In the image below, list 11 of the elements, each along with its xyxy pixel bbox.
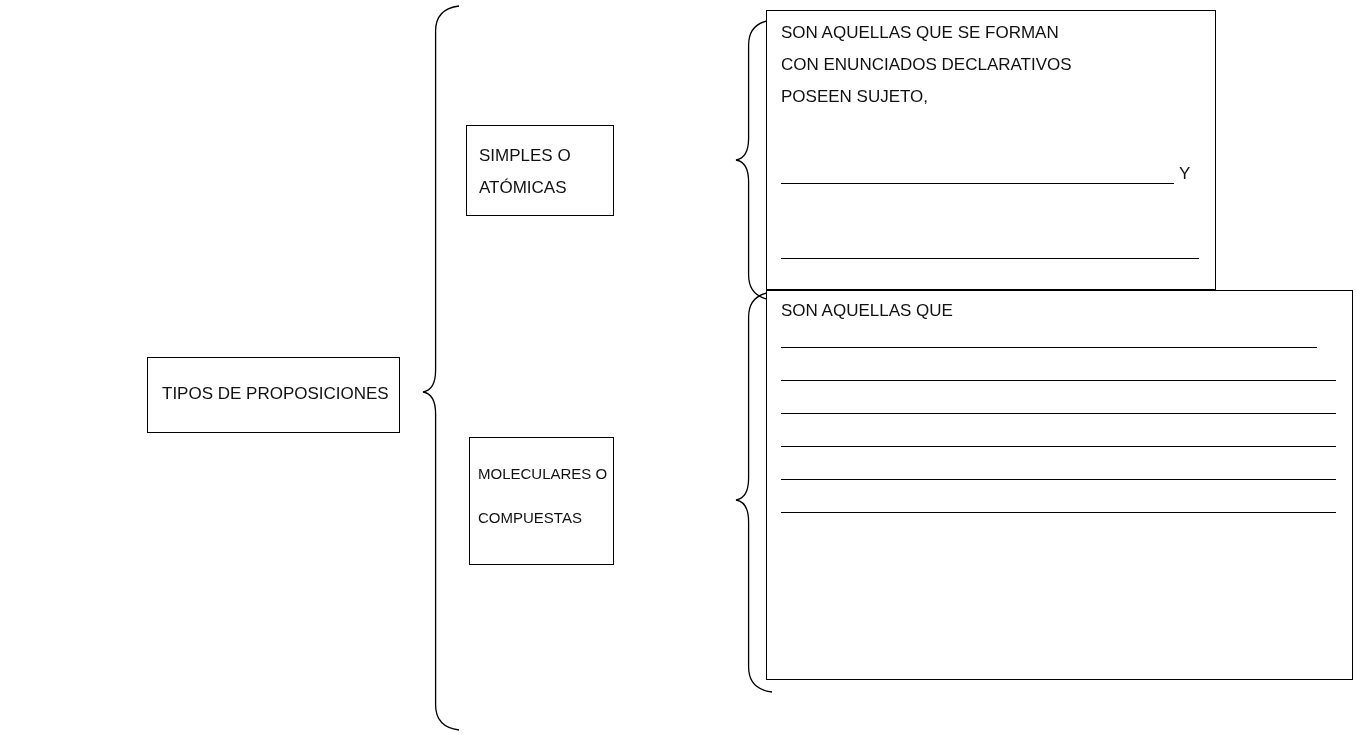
box-text: Y — [1179, 163, 1192, 185]
text-box — [766, 10, 1216, 290]
text-box — [469, 437, 614, 565]
box-text: SON AQUELLAS QUE — [781, 300, 954, 322]
text-box — [466, 125, 614, 216]
box-text: SIMPLES O ATÓMICAS — [479, 145, 572, 199]
box-text: TIPOS DE PROPOSICIONES — [162, 383, 390, 405]
box-text: SON AQUELLAS QUE SE FORMAN CON ENUNCIADOS DECLARATIVOS POSEEN SUJETO, — [781, 22, 1073, 108]
box-text: MOLECULARES O COMPUESTAS — [478, 464, 609, 528]
text-box — [147, 357, 400, 433]
text-box — [766, 290, 1353, 680]
